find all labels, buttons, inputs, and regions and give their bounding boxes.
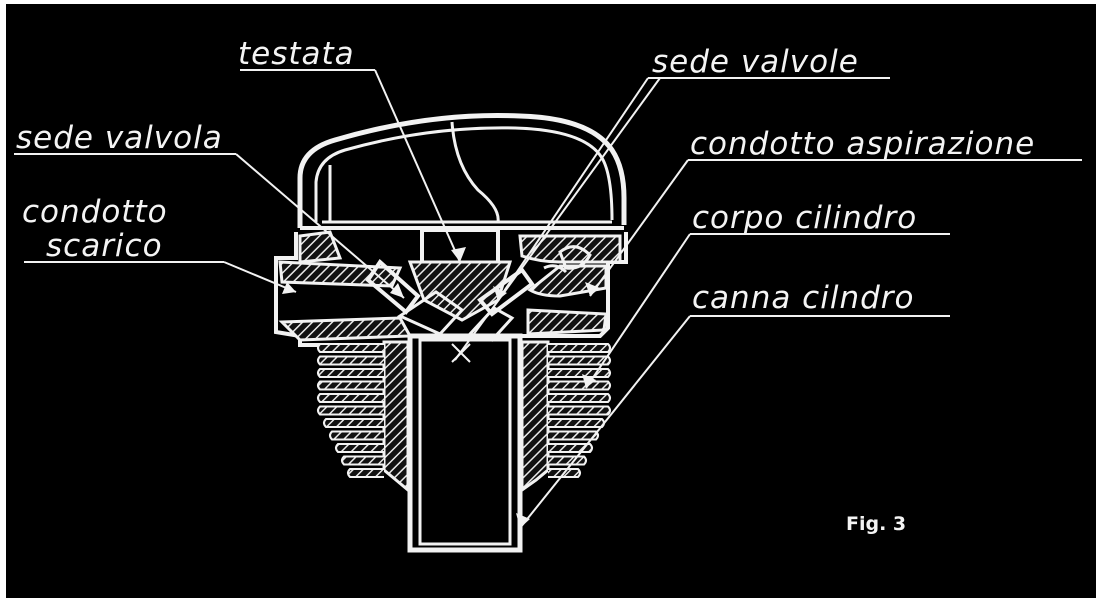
cooling-fin <box>548 380 611 391</box>
cooling-fin <box>317 355 384 366</box>
cooling-fin <box>317 343 384 353</box>
head-body <box>274 228 628 347</box>
label-corpo-cilindro: corpo cilindro <box>692 200 917 236</box>
label-canna-cilindro: canna cilndro <box>692 280 915 316</box>
arrow-heads <box>282 247 600 528</box>
cooling-fin <box>335 443 384 453</box>
cooling-fin <box>548 443 593 453</box>
diagram-background <box>6 4 1096 598</box>
label-sede-valvole: sede valvole <box>652 44 859 80</box>
cooling-fin <box>548 455 587 466</box>
cooling-fin <box>317 368 384 378</box>
cooling-fin <box>329 430 384 441</box>
cooling-fin <box>548 430 599 441</box>
leader-lines <box>14 69 1082 529</box>
cooling-fin <box>548 368 611 378</box>
cooling-fin <box>317 405 384 416</box>
label-testata: testata <box>238 36 355 72</box>
cooling-fin <box>548 418 605 428</box>
label-condotto-aspirazione: condotto aspirazione <box>690 126 1035 162</box>
cooling-fin <box>548 405 611 416</box>
cooling-fin <box>548 343 611 353</box>
figure-number: Fig. 3 <box>846 513 906 535</box>
cooling-fin <box>548 355 611 366</box>
cooling-fin <box>347 468 384 478</box>
cooling-fin <box>323 418 384 428</box>
cooling-fin <box>341 455 384 466</box>
label-scarico: scarico <box>46 228 163 264</box>
label-condotto: condotto <box>22 194 168 230</box>
cooling-fin <box>548 393 611 403</box>
cooling-fin <box>317 380 384 391</box>
cooling-fin <box>317 393 384 403</box>
label-sede-valvola: sede valvola <box>16 120 223 156</box>
